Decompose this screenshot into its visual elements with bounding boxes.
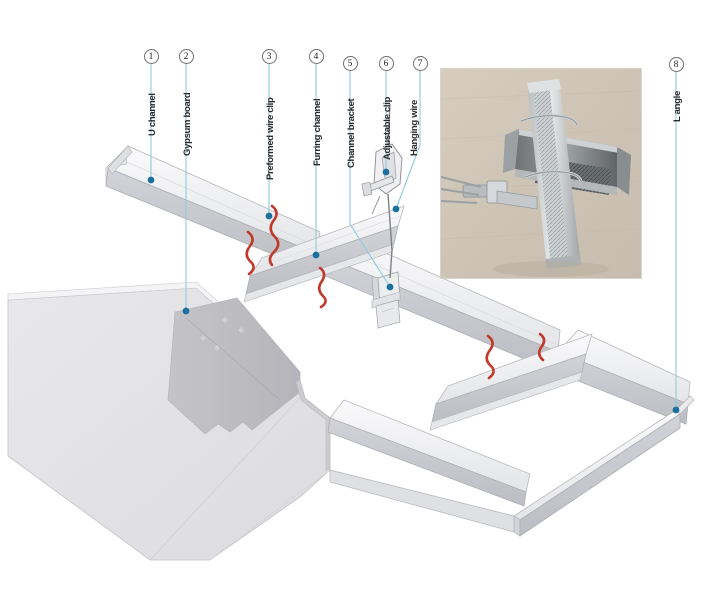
gypsum-board-panel <box>7 281 331 561</box>
leader-dot-7 <box>392 205 400 213</box>
callout-number-2: 2 <box>178 49 194 64</box>
u-channel-runner <box>105 145 321 273</box>
adjustable-clip-and-hanger <box>361 103 403 279</box>
callout-number-1: 1 <box>143 49 159 64</box>
callout-number-6: 6 <box>378 56 394 71</box>
leader-line-5 <box>349 70 391 288</box>
leader-dot-4 <box>312 251 320 259</box>
callout-number-7: 7 <box>412 56 428 71</box>
callout-label-1: U channel <box>147 93 158 136</box>
callout-label-8: L angle <box>672 91 683 122</box>
callout-leader-lines <box>147 64 680 414</box>
preformed-wire-clips <box>245 204 546 380</box>
furring-channel-upper <box>243 205 405 303</box>
callout-label-6: Adjustable clip <box>382 96 393 160</box>
channel-bracket <box>371 271 401 329</box>
leader-dot-1 <box>147 176 155 184</box>
leader-dot-5 <box>386 283 394 291</box>
furring-channel-right <box>429 333 593 431</box>
leader-dot-2 <box>182 307 190 315</box>
callout-label-2: Gypsum board <box>182 92 193 156</box>
callout-label-3: Preformed wire clip <box>265 97 276 180</box>
leader-dot-6 <box>382 168 390 176</box>
callout-label-5: Channel bracket <box>346 98 357 168</box>
callout-number-3: 3 <box>261 49 277 64</box>
l-angle-perimeter-trim <box>329 395 695 537</box>
leader-dot-8 <box>672 406 680 414</box>
leader-line-7 <box>395 70 421 210</box>
callout-label-7: Hanging wire <box>409 99 420 156</box>
callout-number-5: 5 <box>342 56 358 71</box>
leader-dot-3 <box>265 212 273 220</box>
callout-label-4: Furring channel <box>312 98 323 166</box>
callout-number-4: 4 <box>308 49 324 64</box>
channel-bracket-photograph <box>440 68 642 279</box>
callout-number-8: 8 <box>668 57 684 72</box>
cross-runner-lower <box>327 399 531 507</box>
